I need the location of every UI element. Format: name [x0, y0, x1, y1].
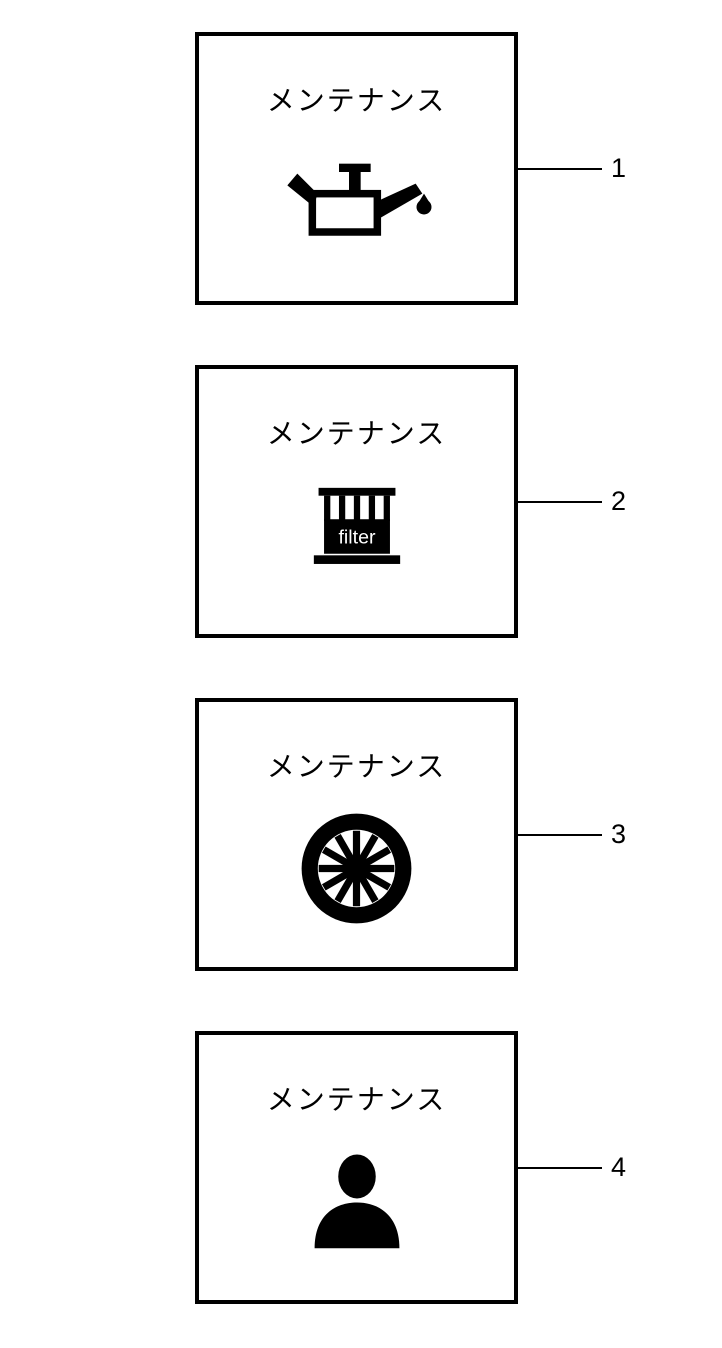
callout-2: 2 — [518, 488, 626, 515]
maintenance-screen-3: メンテナンス — [195, 698, 518, 971]
maintenance-panel-row-1: メンテナンス 1 — [195, 32, 722, 305]
tire-icon — [301, 813, 412, 924]
callout-line — [518, 833, 602, 836]
person-icon — [314, 1154, 399, 1249]
maintenance-screen-2: メンテナンス filter — [195, 365, 518, 638]
panel-icon-area — [199, 784, 514, 967]
panel-title: メンテナンス — [266, 418, 447, 449]
callout-3: 3 — [518, 821, 626, 848]
panel-icon-area: filter — [199, 451, 514, 634]
panel-icon-area — [199, 1117, 514, 1300]
oil-filter-icon: filter — [313, 488, 400, 565]
panel-title: メンテナンス — [266, 751, 447, 782]
callout-number: 1 — [611, 153, 627, 183]
callout-4: 4 — [518, 1154, 626, 1181]
callout-number: 2 — [611, 486, 627, 516]
filter-label: filter — [338, 527, 376, 549]
callout-number: 3 — [611, 819, 627, 849]
maintenance-panel-row-2: メンテナンス filter 2 — [195, 365, 722, 638]
panel-title: メンテナンス — [266, 1084, 447, 1115]
maintenance-panel-row-3: メンテナンス — [195, 698, 722, 971]
callout-line — [518, 167, 602, 170]
maintenance-panel-row-4: メンテナンス 4 — [195, 1031, 722, 1304]
callout-line — [518, 500, 602, 503]
callout-number: 4 — [611, 1152, 627, 1182]
oil-can-icon — [287, 163, 432, 237]
panel-icon-area — [199, 118, 514, 301]
maintenance-screen-4: メンテナンス — [195, 1031, 518, 1304]
maintenance-screen-1: メンテナンス — [195, 32, 518, 305]
panel-title: メンテナンス — [266, 85, 447, 116]
callout-1: 1 — [518, 155, 626, 182]
callout-line — [518, 1166, 602, 1169]
